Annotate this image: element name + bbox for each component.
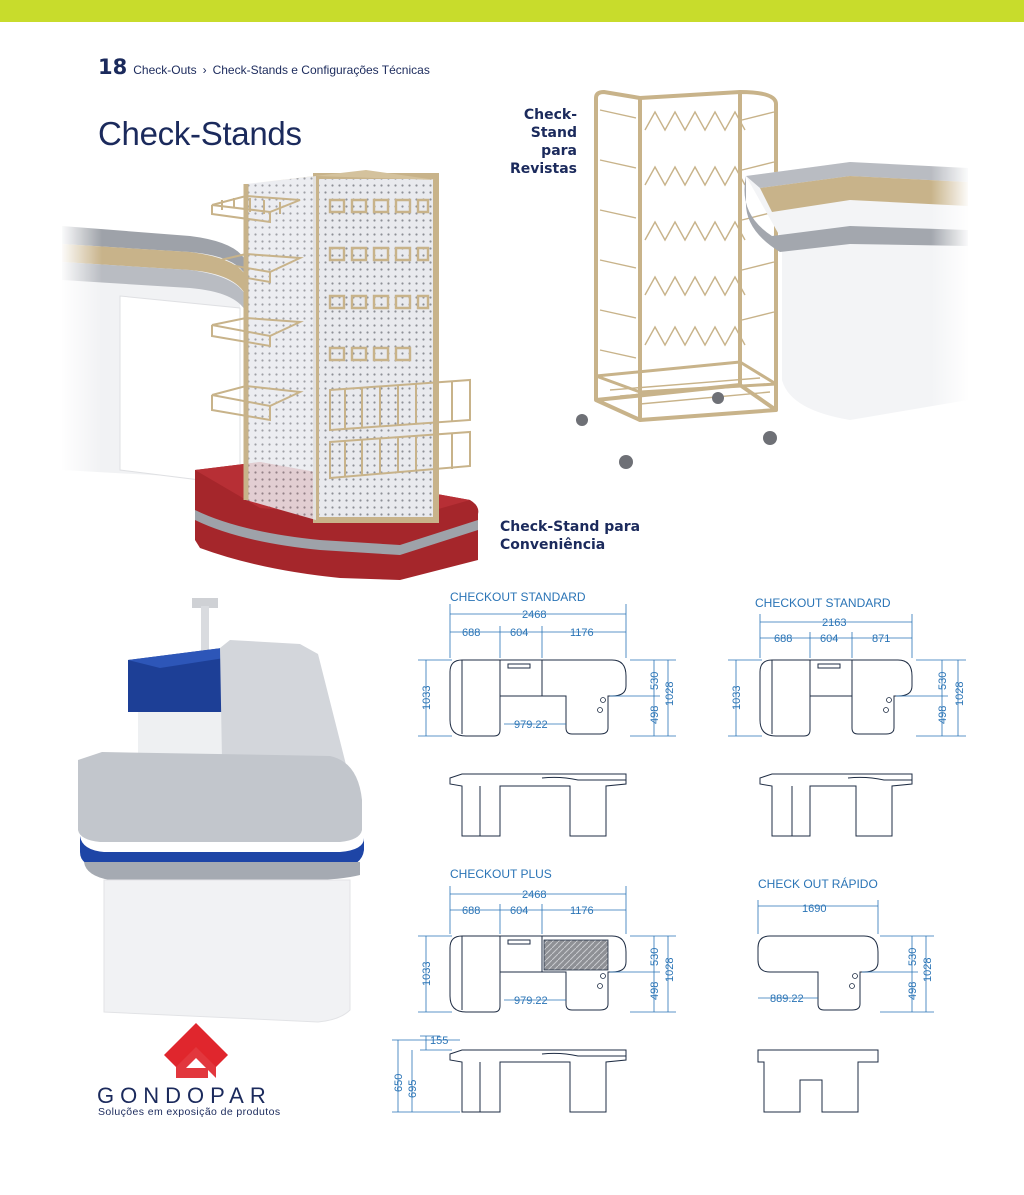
std2-total-dim: 2163 xyxy=(822,617,846,629)
standard2-elevation-outline xyxy=(759,773,913,837)
standard1-plan-outline xyxy=(449,659,627,737)
label-revistas-line2: para Revistas xyxy=(509,143,577,177)
label-conveniencia-line2: Conveniência xyxy=(500,537,606,553)
plus-plan-outline xyxy=(449,935,627,1013)
caption-standard-2: CHECKOUT STANDARD xyxy=(755,596,891,610)
std1-right-top-dim: 530 xyxy=(649,672,661,690)
standard2-plan-outline xyxy=(759,659,913,737)
std1-seg-b-dim: 604 xyxy=(510,627,528,639)
std1-seg-a-dim: 688 xyxy=(462,627,480,639)
label-revistas-line1: Check-Stand xyxy=(523,107,577,141)
gondopar-logo-mark xyxy=(164,1023,228,1078)
std2-right-top-dim: 530 xyxy=(937,672,949,690)
rapido-inner-dim: 889.22 xyxy=(770,993,804,1005)
plus-height-left-dim: 1033 xyxy=(421,962,433,986)
std2-seg-c-dim: 871 xyxy=(872,633,890,645)
counter-illustration-right xyxy=(744,160,970,420)
plus-right-total-dim: 1028 xyxy=(664,958,676,982)
label-revistas: Check-Stand para Revistas xyxy=(484,106,577,178)
rapido-elevation-outline xyxy=(757,1049,879,1113)
counter-illustration-left xyxy=(60,220,246,490)
label-conveniencia-line1: Check-Stand para xyxy=(500,519,641,535)
brand-tagline: Soluções em exposição de produtos xyxy=(98,1106,281,1118)
rapido-right-bottom-dim: 498 xyxy=(907,982,919,1000)
rapido-plan-outline xyxy=(757,935,879,1011)
caption-standard-1: CHECKOUT STANDARD xyxy=(450,590,586,604)
checkstand-revistas-illustration xyxy=(576,90,778,469)
std2-right-total-dim: 1028 xyxy=(954,682,966,706)
plus-total-dim: 2468 xyxy=(522,889,546,901)
breadcrumb-item-checkouts: Check-Outs xyxy=(133,63,197,77)
rapido-total-dim: 1690 xyxy=(802,903,826,915)
caption-plus: CHECKOUT PLUS xyxy=(450,867,552,881)
plus-right-bottom-dim: 498 xyxy=(649,982,661,1000)
label-conveniencia: Check-Stand para Conveniência xyxy=(500,518,640,554)
std2-seg-a-dim: 688 xyxy=(774,633,792,645)
plus-elevation-outline xyxy=(449,1049,627,1113)
std2-seg-b-dim: 604 xyxy=(820,633,838,645)
brand-name: GONDOPAR xyxy=(97,1083,272,1108)
checkout-photo-illustration xyxy=(78,598,364,1023)
elevation-top-dim: 155 xyxy=(430,1035,448,1047)
breadcrumb: 18 Check-Outs › Check-Stands e Configura… xyxy=(98,55,430,81)
plus-seg-c-dim: 1176 xyxy=(570,905,594,917)
std1-total-dim: 2468 xyxy=(522,609,546,621)
std1-seg-c-dim: 1176 xyxy=(570,627,594,639)
std1-right-total-dim: 1028 xyxy=(664,682,676,706)
std2-right-bottom-dim: 498 xyxy=(937,706,949,724)
page-title: Check-Stands xyxy=(98,115,302,152)
std1-right-bottom-dim: 498 xyxy=(649,706,661,724)
breadcrumb-separator: › xyxy=(202,63,207,77)
plus-grill-area xyxy=(543,939,609,971)
top-accent-bar xyxy=(0,0,1024,22)
page-number: 18 xyxy=(98,55,128,79)
standard1-elevation-outline xyxy=(449,773,627,837)
breadcrumb-item-checkstands: Check-Stands e Configurações Técnicas xyxy=(212,63,430,77)
caption-rapido: CHECK OUT RÁPIDO xyxy=(758,876,878,891)
std2-height-left-dim: 1033 xyxy=(731,686,743,710)
checkstand-conveniencia-illustration xyxy=(195,170,479,580)
rapido-right-total-dim: 1028 xyxy=(922,958,934,982)
plus-inner-dim: 979.22 xyxy=(514,995,548,1007)
std1-inner-dim: 979.22 xyxy=(514,719,548,731)
rapido-right-top-dim: 530 xyxy=(907,948,919,966)
plus-right-top-dim: 530 xyxy=(649,948,661,966)
elevation-inner-dim: 695 xyxy=(407,1080,419,1098)
plus-seg-a-dim: 688 xyxy=(462,905,480,917)
std1-height-left-dim: 1033 xyxy=(421,686,433,710)
elevation-outer-dim: 650 xyxy=(393,1074,405,1092)
plus-seg-b-dim: 604 xyxy=(510,905,528,917)
